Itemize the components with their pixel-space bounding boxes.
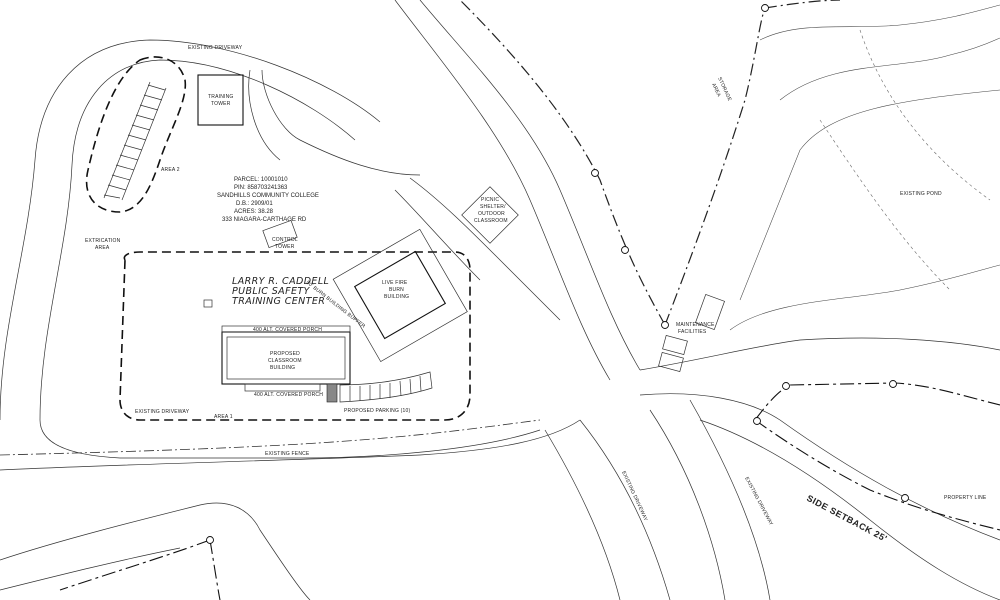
site-labels: EXISTING DRIVEWAY TRAINING TOWER AREA 2 … bbox=[85, 45, 987, 544]
label-area-1: AREA 1 bbox=[214, 414, 233, 420]
area2-parking-stalls bbox=[103, 81, 167, 201]
label-center-name-1: LARRY R. CADDELL bbox=[232, 276, 329, 287]
label-classroom-3: BUILDING bbox=[270, 365, 295, 371]
picnic-shelter-outline bbox=[461, 186, 519, 244]
label-picnic-3: OUTDOOR bbox=[478, 211, 505, 217]
label-proposed-parking: PROPOSED PARKING (10) bbox=[344, 408, 410, 414]
training-tower-outline bbox=[197, 74, 244, 126]
label-property-line: PROPERTY LINE bbox=[944, 495, 987, 501]
label-center-name-2: PUBLIC SAFETY bbox=[232, 286, 311, 297]
label-deed-book: D.B.: 2909/01 bbox=[236, 201, 273, 207]
label-classroom-1: PROPOSED bbox=[270, 351, 300, 357]
label-live-fire-1: LIVE FIRE bbox=[382, 280, 408, 286]
label-parcel: PARCEL: 10001010 bbox=[234, 177, 288, 183]
label-control-tower-2: TOWER bbox=[275, 244, 295, 250]
label-area-2: AREA 2 bbox=[161, 167, 180, 173]
label-maintenance-2: FACILITIES bbox=[678, 329, 707, 335]
label-classroom-2: CLASSROOM bbox=[268, 358, 302, 364]
label-existing-pond: EXISTING POND bbox=[900, 191, 942, 197]
label-center-name-3: TRAINING CENTER bbox=[232, 296, 325, 307]
label-picnic-1: PICNIC bbox=[481, 197, 499, 203]
label-existing-driveway-mid: EXISTING DRIVEWAY bbox=[620, 470, 649, 522]
label-owner: SANDHILLS COMMUNITY COLLEGE bbox=[217, 193, 319, 199]
label-existing-driveway-left: EXISTING DRIVEWAY bbox=[135, 409, 190, 415]
label-training-tower-1: TRAINING bbox=[208, 94, 234, 100]
label-existing-fence: EXISTING FENCE bbox=[265, 451, 310, 457]
label-acres: ACRES: 38.28 bbox=[234, 209, 274, 215]
label-existing-driveway-top: EXISTING DRIVEWAY bbox=[188, 45, 243, 51]
label-extrication-2: AREA bbox=[95, 245, 110, 251]
property-corners bbox=[206, 4, 909, 544]
label-live-fire-2: BURN bbox=[389, 287, 404, 293]
control-tower-outline bbox=[262, 219, 298, 249]
label-extrication-1: EXTRICATION bbox=[85, 238, 121, 244]
label-pin: PIN: 858703241363 bbox=[234, 185, 288, 191]
label-picnic-2: SHELTER/ bbox=[480, 204, 506, 210]
label-picnic-4: CLASSROOM bbox=[474, 218, 508, 224]
label-address: 333 NIAGARA-CARTHAGE RD bbox=[222, 217, 307, 223]
label-porch-bottom: 400 ALT. COVERED PORCH bbox=[254, 392, 323, 398]
label-maintenance-1: MAINTENANCE bbox=[676, 322, 715, 328]
label-side-setback: SIDE SETBACK 25' bbox=[805, 493, 889, 544]
label-training-tower-2: TOWER bbox=[211, 101, 231, 107]
label-control-tower-1: CONTROL bbox=[272, 237, 298, 243]
burn-building-outline bbox=[353, 250, 447, 340]
label-storage-2: AREA bbox=[710, 82, 722, 98]
buildings bbox=[197, 74, 725, 403]
label-live-fire-3: BUILDING bbox=[384, 294, 409, 300]
label-porch-top: 400 ALT. COVERED PORCH bbox=[253, 327, 322, 333]
boundaries bbox=[59, 0, 1000, 600]
